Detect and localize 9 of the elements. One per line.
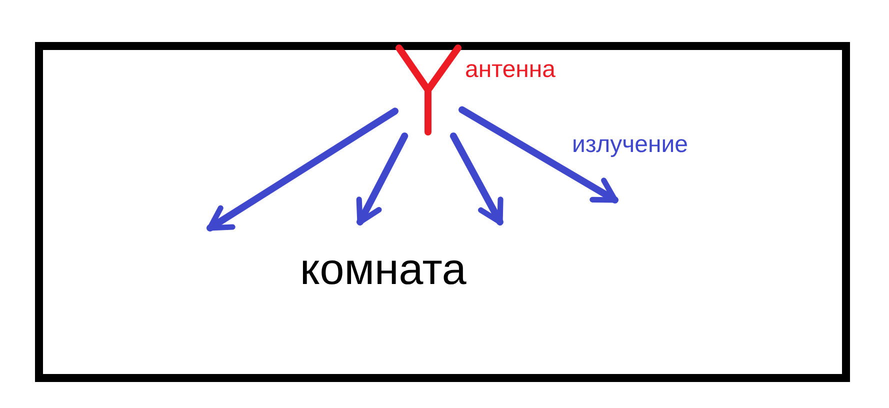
radiation-label: излучение [572,133,688,157]
room-label: комната [300,248,466,292]
radiation-arrow [206,108,398,232]
antenna-label: антенна [465,58,556,82]
radiation-arrow [450,132,504,226]
room-box [35,42,850,382]
radiation-arrow [356,132,408,226]
radiation-arrow [458,106,618,204]
antenna-icon [395,44,462,136]
